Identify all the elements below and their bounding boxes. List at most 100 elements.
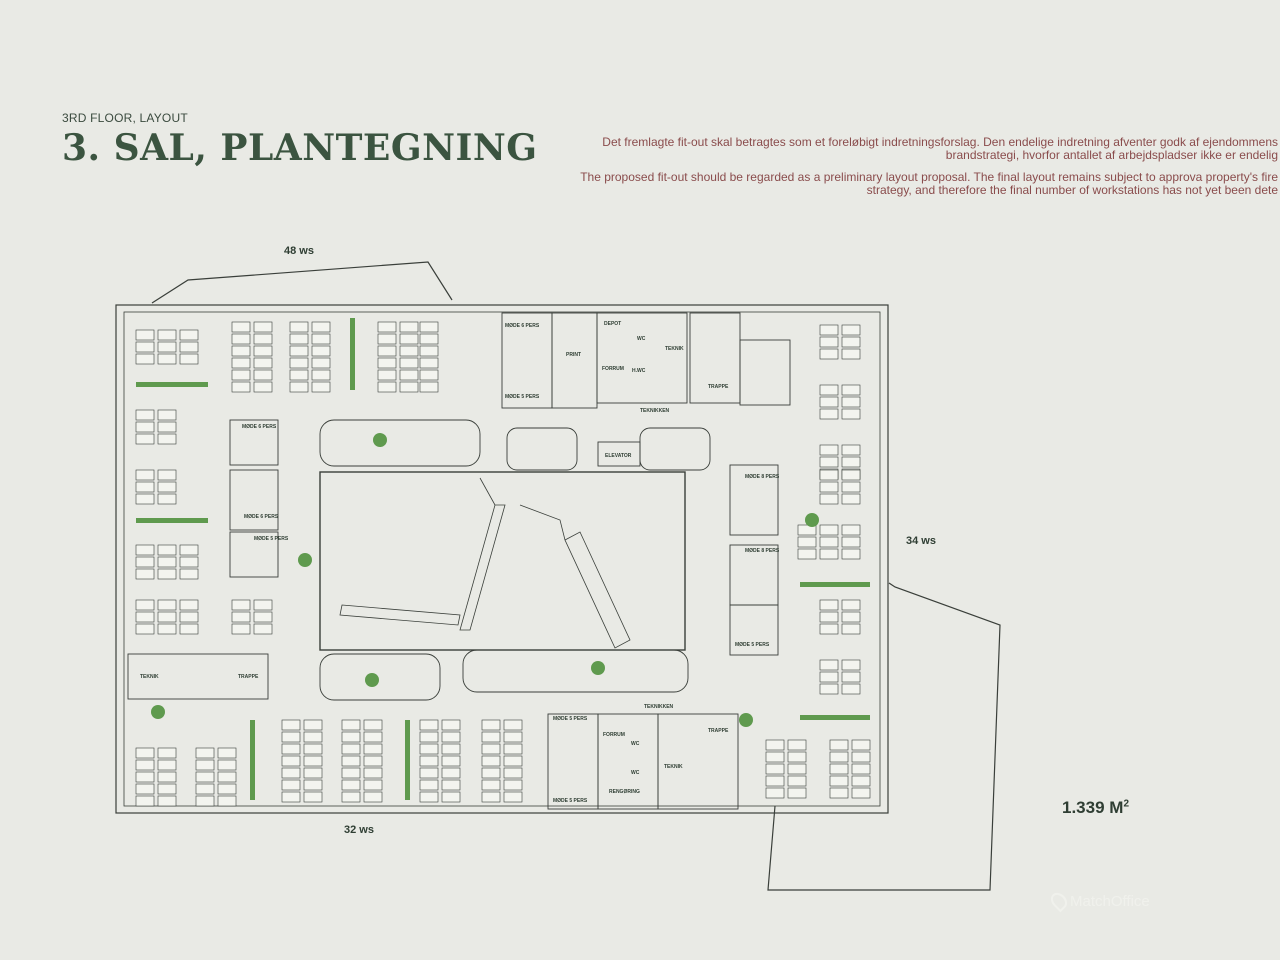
desk [441, 755, 461, 767]
room-label-mode-5a: MØDE 5 PERS [505, 394, 540, 400]
desk [281, 767, 301, 779]
core-top-wc [596, 312, 688, 404]
room-label-trappe-3: TRAPPE [708, 728, 729, 734]
desk [157, 747, 177, 759]
desk [419, 719, 439, 731]
plant-pot [365, 673, 379, 687]
desk [419, 755, 439, 767]
desk [841, 481, 861, 493]
desk [819, 611, 839, 623]
desk [787, 739, 807, 751]
desk [841, 493, 861, 505]
desk [341, 791, 361, 803]
room-label-trappe-2: TRAPPE [238, 674, 259, 680]
desk [217, 783, 237, 795]
desk [253, 345, 273, 357]
desk [399, 333, 419, 345]
desk [481, 755, 501, 767]
left-meeting-3 [229, 531, 279, 578]
room-label-depot: DEPOT [604, 321, 621, 327]
room-label-trappe-1: TRAPPE [708, 384, 729, 390]
desk [231, 321, 251, 333]
desk [419, 357, 439, 369]
plant-strip [250, 720, 255, 800]
desk [135, 433, 155, 445]
desk [303, 779, 323, 791]
desk [231, 345, 251, 357]
desk [819, 623, 839, 635]
desk [841, 469, 861, 481]
desk [765, 787, 785, 799]
desk [841, 623, 861, 635]
plant-pot [298, 553, 312, 567]
desk [819, 659, 839, 671]
floor-area-value: 1.339 M [1062, 798, 1124, 817]
desk [841, 408, 861, 420]
plant-strip [136, 518, 208, 523]
desk [819, 469, 839, 481]
balcony-top-right [639, 427, 711, 471]
desk [135, 771, 155, 783]
desk [819, 348, 839, 360]
desk [303, 719, 323, 731]
desk [303, 731, 323, 743]
desk [231, 599, 251, 611]
desk [341, 731, 361, 743]
top-terrace-outline [151, 261, 453, 304]
desk [253, 599, 273, 611]
desk [419, 369, 439, 381]
desk [765, 775, 785, 787]
desk [841, 384, 861, 396]
desk [303, 791, 323, 803]
desk [819, 599, 839, 611]
desk [841, 348, 861, 360]
desk [841, 683, 861, 695]
desk [787, 787, 807, 799]
plant-pot [373, 433, 387, 447]
desk [281, 755, 301, 767]
desk [281, 791, 301, 803]
desk [399, 357, 419, 369]
room-label-teknik-2: TEKNIK [140, 674, 159, 680]
desk [503, 779, 523, 791]
desk [135, 341, 155, 353]
desk [217, 759, 237, 771]
desk [797, 524, 817, 536]
room-label-mode-6b: MØDE 6 PERS [242, 424, 277, 430]
floor-area: 1.339 M2 [1062, 798, 1129, 818]
desk [377, 357, 397, 369]
desk [819, 324, 839, 336]
ws-count-top: 48 ws [284, 245, 314, 257]
desk [819, 444, 839, 456]
desk [311, 333, 331, 345]
room-label-teknik-3: TEKNIK [664, 764, 683, 770]
desk [765, 751, 785, 763]
workstation-desks [135, 321, 871, 807]
room-label-print: PRINT [566, 352, 581, 358]
desk [503, 791, 523, 803]
room-label-teknikken-1: TEKNIKKEN [640, 408, 670, 414]
floor-area-unit: 2 [1123, 798, 1129, 810]
desk [481, 743, 501, 755]
desk [829, 787, 849, 799]
desk [157, 771, 177, 783]
desk [829, 763, 849, 775]
desk [377, 381, 397, 393]
desk [157, 568, 177, 580]
desk [135, 556, 155, 568]
desk [363, 743, 383, 755]
desk [841, 611, 861, 623]
desk [819, 536, 839, 548]
plant-pot [151, 705, 165, 719]
atrium-stairs [339, 477, 631, 649]
desk [841, 336, 861, 348]
desk [253, 611, 273, 623]
desk [231, 369, 251, 381]
desk [819, 456, 839, 468]
desk [135, 421, 155, 433]
desk [157, 469, 177, 481]
desk [419, 321, 439, 333]
left-meeting-2 [229, 469, 279, 531]
plant-strip [800, 582, 870, 587]
